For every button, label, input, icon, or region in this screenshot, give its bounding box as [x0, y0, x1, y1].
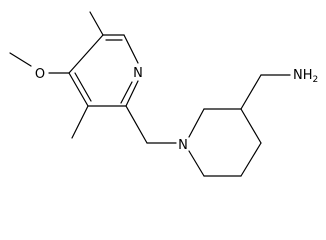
bond-pyr-c3-n [123, 34, 139, 64]
atom-label-methoxy-o: O [35, 67, 45, 82]
bond-pyr-n-c4-double [120, 81, 133, 104]
atom-label-amine: NH2 [293, 68, 318, 85]
bond-pip-c3-c4 [240, 108, 262, 144]
atom-label-piperidine-n: N [178, 138, 188, 153]
bond-pip-n-c2 [188, 108, 205, 138]
bond-pyr-n-c4 [125, 80, 139, 107]
amine-label-main: NH [293, 68, 313, 83]
bond-pyr-c5-c6 [68, 72, 89, 107]
bond-oxygen-methyl [9, 52, 32, 67]
atom-label-pyridine-n: N [133, 66, 143, 81]
bond-pyr-ch2 [125, 105, 148, 144]
bond-pip-c6-n [188, 150, 205, 177]
bond-pyr-c5-c6-double [74, 72, 92, 102]
amine-label-subscript: 2 [313, 75, 319, 85]
bond-methyl-bottom [71, 105, 89, 139]
bond-pyr-c6-c2 [68, 34, 104, 74]
bond-pip-c4-c5 [240, 142, 262, 177]
bond-pip-ch2 [240, 74, 262, 110]
bond-methyl-top [89, 11, 104, 36]
piperidine-ring [188, 108, 262, 177]
pyridine-ring [68, 34, 139, 107]
molecule-structure-diagram: N N O NH2 [9, 11, 318, 177]
